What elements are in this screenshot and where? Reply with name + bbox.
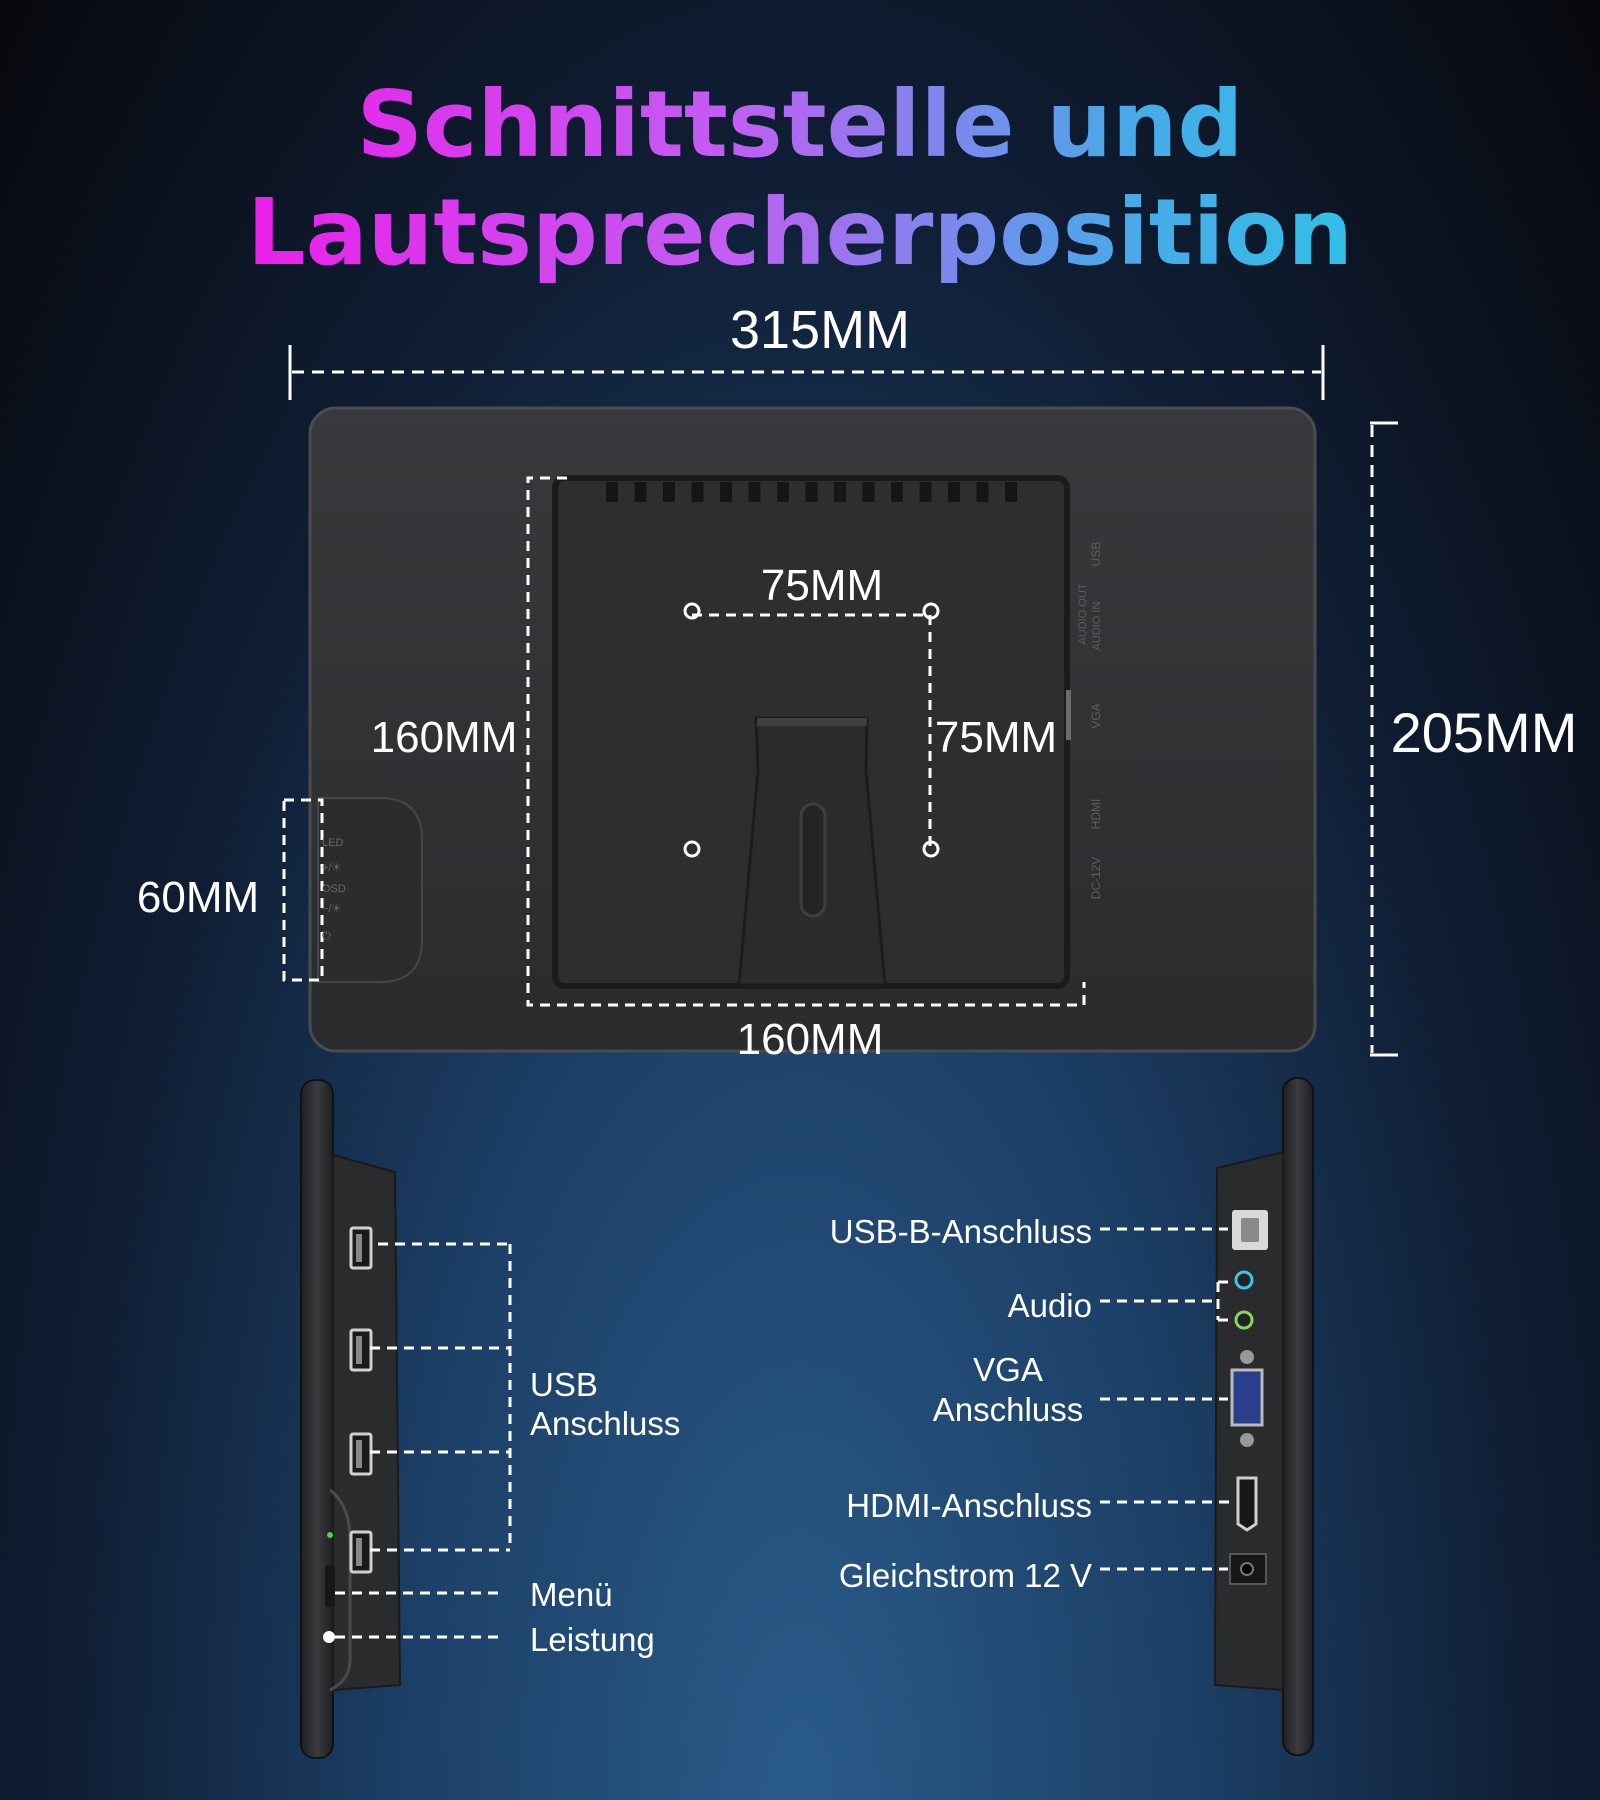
button-led-label: LED — [322, 837, 343, 849]
vent-slot — [862, 482, 875, 502]
width-label: 315MM — [730, 300, 910, 360]
vesa-hole — [922, 602, 940, 620]
left-side-view — [300, 1079, 402, 1759]
height-dimension-line — [1370, 421, 1398, 1057]
vent-slot — [976, 482, 989, 502]
title-line-1: Schnittstelle und — [0, 70, 1600, 180]
vent-slot — [834, 482, 846, 502]
audio-out-jack — [1234, 1270, 1254, 1290]
audio-label: Audio — [1008, 1287, 1092, 1324]
button-power-label: ⏻ — [322, 930, 331, 942]
right-callout-lines — [1100, 1227, 1235, 1571]
led-indicator — [327, 1532, 333, 1538]
vent-slot — [748, 482, 761, 502]
bracket-dim-outline — [526, 476, 1086, 1007]
height-label: 205MM — [1391, 701, 1578, 764]
left-usb-ports — [349, 1226, 373, 1574]
button-plus-label: +/☀ — [322, 862, 341, 874]
vent-slots — [606, 482, 1017, 502]
menu-label: Menü — [530, 1576, 613, 1613]
back-label-audio-in: AUDIO IN — [1091, 602, 1103, 651]
vga-label-2: Anschluss — [933, 1391, 1083, 1428]
button-module — [317, 797, 423, 983]
vesa-hole — [922, 840, 940, 858]
stand-handle-slot — [799, 802, 827, 918]
width-dimension-line — [288, 345, 1325, 400]
vga-port — [1230, 1350, 1264, 1447]
usb-a-port-tongue — [356, 1538, 362, 1566]
vent-slot — [777, 482, 789, 502]
bracket-height-label: 160MM — [371, 713, 518, 762]
usb-a-port-tongue — [356, 1336, 362, 1364]
back-label-audio-out: AUDIO OUT — [1077, 583, 1089, 644]
button-minus-label: −/☀ — [322, 903, 341, 915]
vent-slot — [805, 482, 818, 502]
usb-a-port-tongue — [356, 1440, 362, 1468]
title-line-2: Lautsprecherposition — [0, 178, 1600, 288]
vent-slot — [948, 482, 960, 502]
vent-slot — [1005, 482, 1017, 502]
button-module-label: 60MM — [137, 873, 259, 922]
bracket-width-label: 160MM — [737, 1015, 884, 1064]
dc-port — [1229, 1553, 1267, 1585]
vga-label-1: VGA — [973, 1351, 1043, 1388]
button-osd-label: OSD — [322, 883, 346, 895]
back-label-dc: DC-12V — [1089, 857, 1103, 900]
back-label-usb: USB — [1089, 542, 1103, 567]
button-module-dim-box — [282, 798, 324, 982]
usb-callout-lines — [370, 1242, 512, 1552]
hdmi-label: HDMI-Anschluss — [846, 1487, 1092, 1524]
vent-slot — [919, 482, 932, 502]
vent-slot — [891, 482, 903, 502]
usb-b-port — [1232, 1210, 1268, 1250]
vesa-hole — [683, 840, 701, 858]
power-button-dot — [323, 1631, 335, 1643]
power-label: Leistung — [530, 1621, 655, 1658]
usb-a-port-tongue — [356, 1234, 362, 1262]
audio-in-jack — [1234, 1310, 1254, 1330]
back-label-hdmi: HDMI — [1089, 799, 1103, 830]
dc-label: Gleichstrom 12 V — [839, 1557, 1092, 1594]
right-side-view — [1213, 1077, 1314, 1756]
usb-anschluss-label-2: Anschluss — [530, 1405, 680, 1442]
hdmi-port — [1236, 1476, 1258, 1532]
vesa-vertical-label: 75MM — [935, 713, 1057, 762]
back-label-vga: VGA — [1089, 703, 1103, 728]
vent-slot — [720, 482, 732, 502]
vent-slot — [691, 482, 704, 502]
usb-anschluss-label-1: USB — [530, 1366, 598, 1403]
vesa-horizontal-label: 75MM — [761, 561, 883, 610]
vent-slot — [606, 482, 618, 502]
menu-button — [325, 1565, 335, 1607]
usb-b-label: USB-B-Anschluss — [830, 1213, 1092, 1250]
vent-slot — [634, 482, 647, 502]
vesa-hole — [683, 602, 701, 620]
vent-slot — [663, 482, 675, 502]
